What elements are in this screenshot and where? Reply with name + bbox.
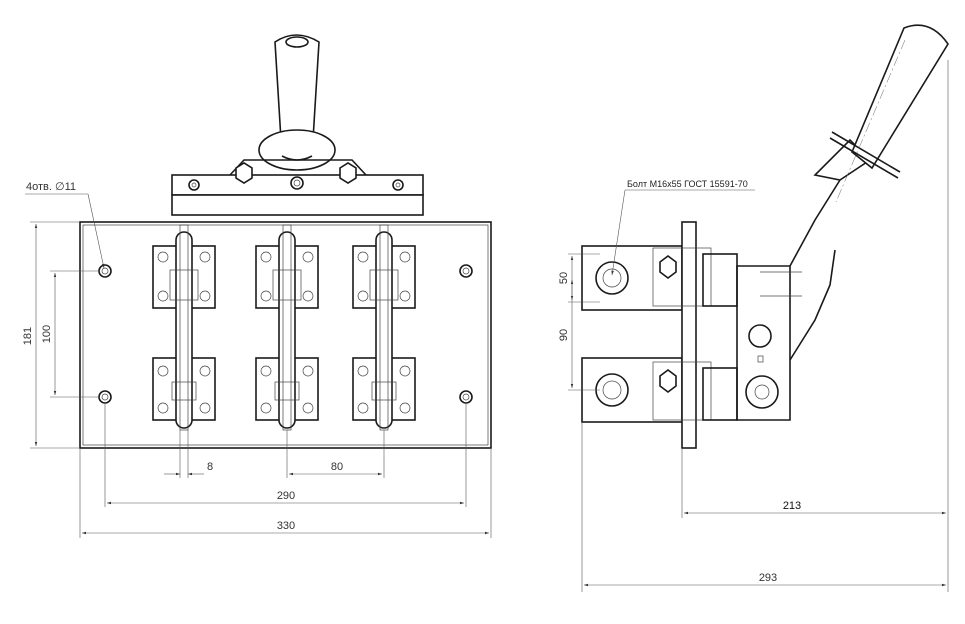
- dim-height-total: 181: [22, 221, 80, 449]
- dim-hole-vertical: 100: [41, 270, 100, 398]
- bolt-note: Болт М16х55 ГОСТ 15591-70: [611, 179, 755, 276]
- label-181: 181: [22, 327, 34, 345]
- label-90: 90: [558, 329, 570, 341]
- shaft-bracket: [171, 159, 424, 216]
- dim-pole-pitch: 80: [286, 430, 385, 478]
- mechanism-bracket: [736, 179, 841, 421]
- label-80: 80: [331, 461, 343, 473]
- label-330: 330: [277, 520, 295, 532]
- base-plate: [79, 221, 492, 449]
- bolt-note-text: Болт М16х55 ГОСТ 15591-70: [627, 179, 748, 189]
- label-50: 50: [558, 272, 570, 284]
- dim-depth-base: 213: [681, 60, 949, 592]
- front-view: 181 100 4отв. ∅11 8 80: [22, 34, 492, 538]
- pole-columns: [152, 224, 416, 431]
- dim-width-total: 330: [79, 448, 492, 538]
- label-8: 8: [207, 461, 213, 473]
- terminals: [581, 245, 683, 423]
- holes-note-text: 4отв. ∅11: [26, 181, 76, 193]
- dim-hole-horizontal: 290: [104, 404, 467, 507]
- side-view: Болт М16х55 ГОСТ 15591-70 50 90 213 293: [558, 24, 949, 592]
- label-213: 213: [783, 500, 801, 512]
- label-100: 100: [41, 325, 53, 343]
- dim-terminal-spacing: 90: [558, 280, 600, 391]
- label-290: 290: [277, 490, 295, 502]
- holes-note: 4отв. ∅11: [25, 181, 105, 269]
- dim-contact-gap: 8: [164, 430, 213, 478]
- handle: [258, 34, 336, 171]
- label-293: 293: [759, 572, 777, 584]
- side-plate: [681, 221, 697, 449]
- dim-depth-total: 293: [581, 422, 946, 592]
- side-handle: [813, 24, 949, 203]
